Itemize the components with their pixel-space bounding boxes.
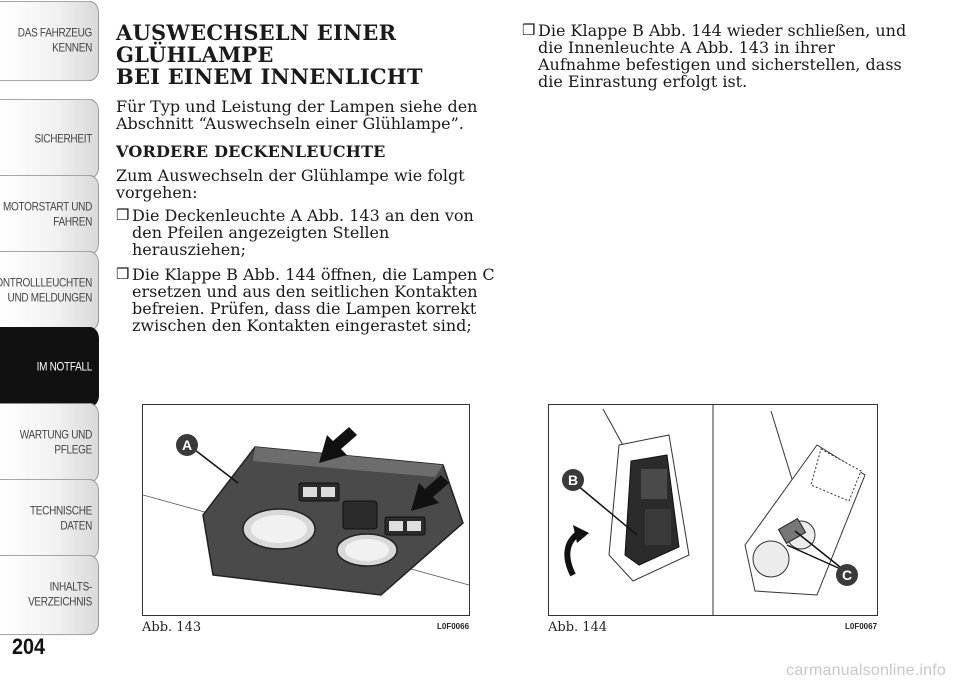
checkbox-icon: ❒ <box>116 206 130 224</box>
tab-das-fahrzeug-kennen[interactable]: DAS FAHRZEUG KENNEN <box>0 0 99 82</box>
label-c-badge <box>836 564 858 586</box>
chapter-sidebar: DAS FAHRZEUG KENNEN SICHERHEIT MOTORSTAR… <box>0 0 100 686</box>
watermark: carmanualsonline.info <box>786 662 946 679</box>
figure-144-code: L0F0067 <box>845 622 878 631</box>
figure-143-code: L0F0066 <box>437 622 470 631</box>
svg-text:C: C <box>842 567 852 583</box>
page-number: 204 <box>12 634 46 659</box>
section-title: AUSWECHSELN EINER GLÜHLAMPE BEI EINEM IN… <box>116 20 423 89</box>
step-item: ❒ Die Deckenleuchte A Abb. 143 an den vo… <box>116 206 474 259</box>
tab-wartung-und-pflege[interactable]: WARTUNG UND PFLEGE <box>0 402 99 484</box>
intro-text: Für Typ und Leistung der Lampen siehe de… <box>116 97 478 133</box>
checkbox-icon: ❒ <box>116 265 130 283</box>
lead-text: Zum Auswechseln der Glühlampe wie folgt … <box>116 166 465 202</box>
subheading: VORDERE DECKENLEUCHTE <box>116 142 386 161</box>
tab-im-notfall[interactable]: IM NOTFALL <box>0 326 99 408</box>
tab-kontrollleuchten[interactable]: KONTROLLLEUCHTEN UND MELDUNGEN <box>0 250 99 332</box>
left-column: AUSWECHSELN EINER GLÜHLAMPE BEI EINEM IN… <box>116 22 496 342</box>
tab-inhaltsverzeichnis[interactable]: INHALTS- VERZEICHNIS <box>0 554 99 636</box>
tab-motorstart-und-fahren[interactable]: MOTORSTART UND FAHREN <box>0 174 99 256</box>
ceiling-light-illustration: A <box>143 427 469 596</box>
lamp-replacement-illustration: B C <box>562 405 866 615</box>
svg-text:A: A <box>182 437 192 453</box>
label-b-badge <box>562 469 584 491</box>
figure-144-caption: Abb. 144 <box>548 620 608 635</box>
step-item: ❒ Die Klappe B Abb. 144 öffnen, die Lamp… <box>116 265 495 335</box>
svg-text:B: B <box>568 472 578 488</box>
figure-143-caption: Abb. 143 <box>142 620 202 635</box>
tab-sicherheit[interactable]: SICHERHEIT <box>0 98 99 180</box>
right-column: ❒ Die Klappe B Abb. 144 wieder schließen… <box>522 22 912 98</box>
figure-144-lamp-replacement: B C <box>548 404 878 616</box>
label-a-badge <box>176 434 198 456</box>
figure-143-ceiling-light: A <box>142 404 470 616</box>
step-item: ❒ Die Klappe B Abb. 144 wieder schließen… <box>522 21 907 91</box>
checkbox-icon: ❒ <box>522 21 536 39</box>
tab-technische-daten[interactable]: TECHNISCHE DATEN <box>0 478 99 560</box>
